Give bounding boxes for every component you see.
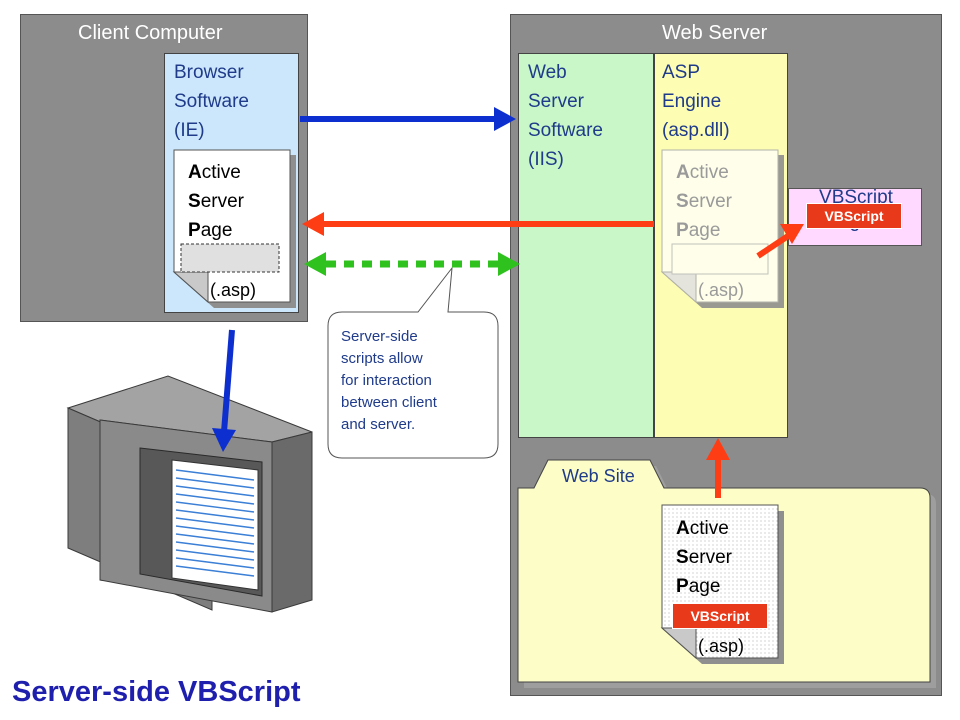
callout-line-1: Server-side <box>341 328 418 345</box>
browser-line-3: (IE) <box>174 120 205 141</box>
client-asp-document <box>172 149 296 308</box>
wss-line-3: Software <box>528 120 603 141</box>
vbscript-engine-tag: VBScript <box>806 203 902 229</box>
server-asp-document <box>660 149 784 308</box>
request-arrow <box>300 107 516 131</box>
website-asp-page-label: Active Server Page <box>676 518 732 597</box>
callout-line-3: for interaction <box>341 372 432 389</box>
browser-line-2: Software <box>174 91 249 112</box>
web-server-software-label: Web Server Software (IIS) <box>528 58 603 174</box>
callout-text: Server-side scripts allow for interactio… <box>341 326 437 436</box>
wss-line-1: Web <box>528 62 567 83</box>
page-title: Server-side VBScript <box>12 676 301 708</box>
server-asp-page-label: Active Server Page <box>676 162 732 241</box>
client-asp-page-label: Active Server Page <box>188 162 244 241</box>
browser-software-label: Browser Software (IE) <box>174 58 249 145</box>
website-asp-extension: (.asp) <box>698 636 745 656</box>
wss-line-4: (IIS) <box>528 149 564 170</box>
callout-line-4: between client <box>341 394 437 411</box>
render-arrow <box>212 329 236 452</box>
callout-line-5: and server. <box>341 416 416 433</box>
asp-to-vbscript-arrow <box>756 224 804 259</box>
client-script-placeholder <box>180 243 280 273</box>
vbs-engine-line-1: VBScript <box>819 187 893 208</box>
response-arrow <box>302 212 654 236</box>
browser-line-1: Browser <box>174 62 244 83</box>
asp-engine-line-3: (asp.dll) <box>662 120 730 141</box>
server-asp-extension: (.asp) <box>698 280 745 300</box>
website-to-asp-arrow <box>706 438 730 498</box>
client-computer-title: Client Computer <box>78 22 223 44</box>
asp-engine-line-1: ASP <box>662 62 701 83</box>
web-server-software-panel <box>518 53 654 438</box>
web-site-title: Web Site <box>562 466 635 486</box>
client-asp-extension: (.asp) <box>210 280 257 300</box>
asp-engine-line-2: Engine <box>662 91 722 112</box>
website-vbscript-tag: VBScript <box>672 603 768 629</box>
wss-line-2: Server <box>528 91 584 112</box>
interaction-arrow <box>304 252 520 276</box>
web-server-title: Web Server <box>662 22 768 44</box>
callout-line-2: scripts allow <box>341 350 423 367</box>
asp-engine-label: ASP Engine (asp.dll) <box>662 58 730 145</box>
